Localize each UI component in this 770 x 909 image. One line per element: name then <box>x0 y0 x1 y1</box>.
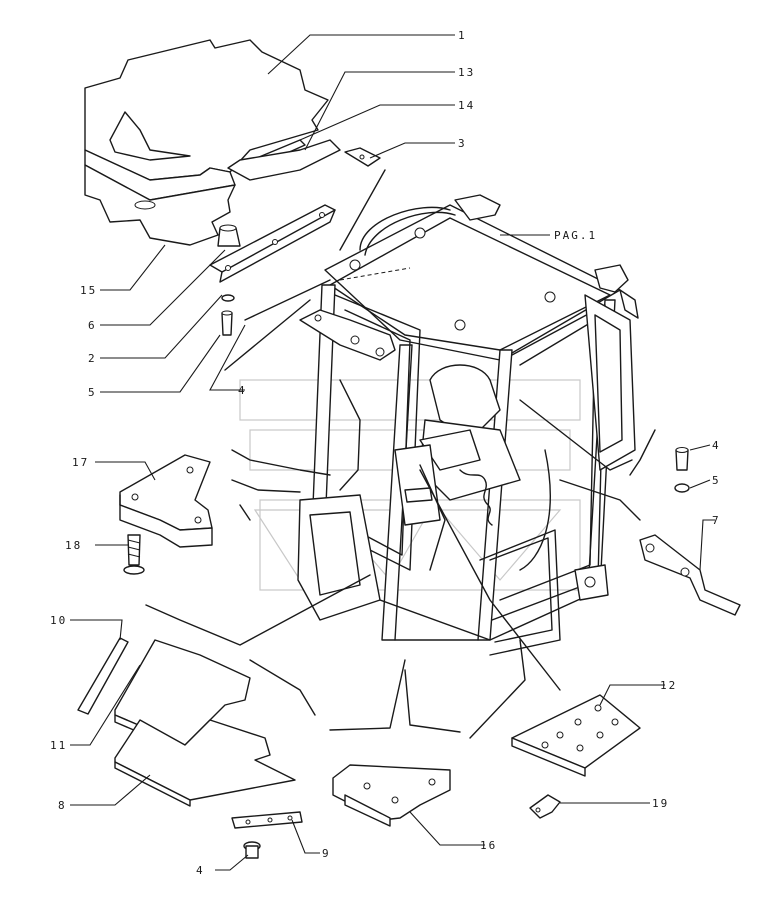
callout-5-right: 5 <box>712 474 721 487</box>
part-strip-14 <box>227 139 341 181</box>
callout-pag1: PAG.1 <box>554 229 597 242</box>
callout-14: 14 <box>458 99 475 112</box>
part-washer-screw <box>221 294 235 336</box>
callout-15: 15 <box>80 284 97 297</box>
callout-7: 7 <box>712 514 721 527</box>
callout-16: 16 <box>480 839 497 852</box>
part-roof-mat <box>84 39 329 246</box>
callout-labels: 1 13 14 3 PAG.1 15 6 2 5 4 17 18 4 5 7 1… <box>50 29 721 877</box>
callout-18: 18 <box>65 539 82 552</box>
part-bracket-2 <box>209 204 336 283</box>
callout-3: 3 <box>458 137 467 150</box>
callout-10: 10 <box>50 614 67 627</box>
part-pad-8 <box>114 719 296 807</box>
callout-2: 2 <box>88 352 97 365</box>
callout-4-left: 4 <box>238 384 247 397</box>
part-pad-17 <box>119 454 213 548</box>
callout-1: 1 <box>458 29 467 42</box>
callout-13: 13 <box>458 66 475 79</box>
callout-5-left: 5 <box>88 386 97 399</box>
callout-9: 9 <box>322 847 331 860</box>
callout-4-right: 4 <box>712 439 721 452</box>
part-screw-4-right <box>674 447 690 493</box>
callout-8: 8 <box>58 799 67 812</box>
part-plug-6 <box>217 224 241 247</box>
part-plate-3 <box>344 147 381 167</box>
callout-17: 17 <box>72 456 89 469</box>
leader-lines <box>70 34 715 871</box>
part-clip-19 <box>529 794 561 819</box>
part-plate-12 <box>511 694 641 777</box>
callout-4-bottom: 4 <box>196 864 205 877</box>
part-strip-10 <box>77 637 129 715</box>
part-pad-16 <box>332 764 451 827</box>
connector-lines <box>145 169 656 739</box>
cab-frame <box>297 194 639 656</box>
part-strip-9 <box>231 811 303 829</box>
part-bracket-7 <box>639 534 741 616</box>
part-screw-4-bottom <box>243 841 261 859</box>
callout-6: 6 <box>88 319 97 332</box>
callout-12: 12 <box>660 679 677 692</box>
callout-19: 19 <box>652 797 669 810</box>
part-screw-18 <box>123 534 145 575</box>
callout-11: 11 <box>50 739 67 752</box>
